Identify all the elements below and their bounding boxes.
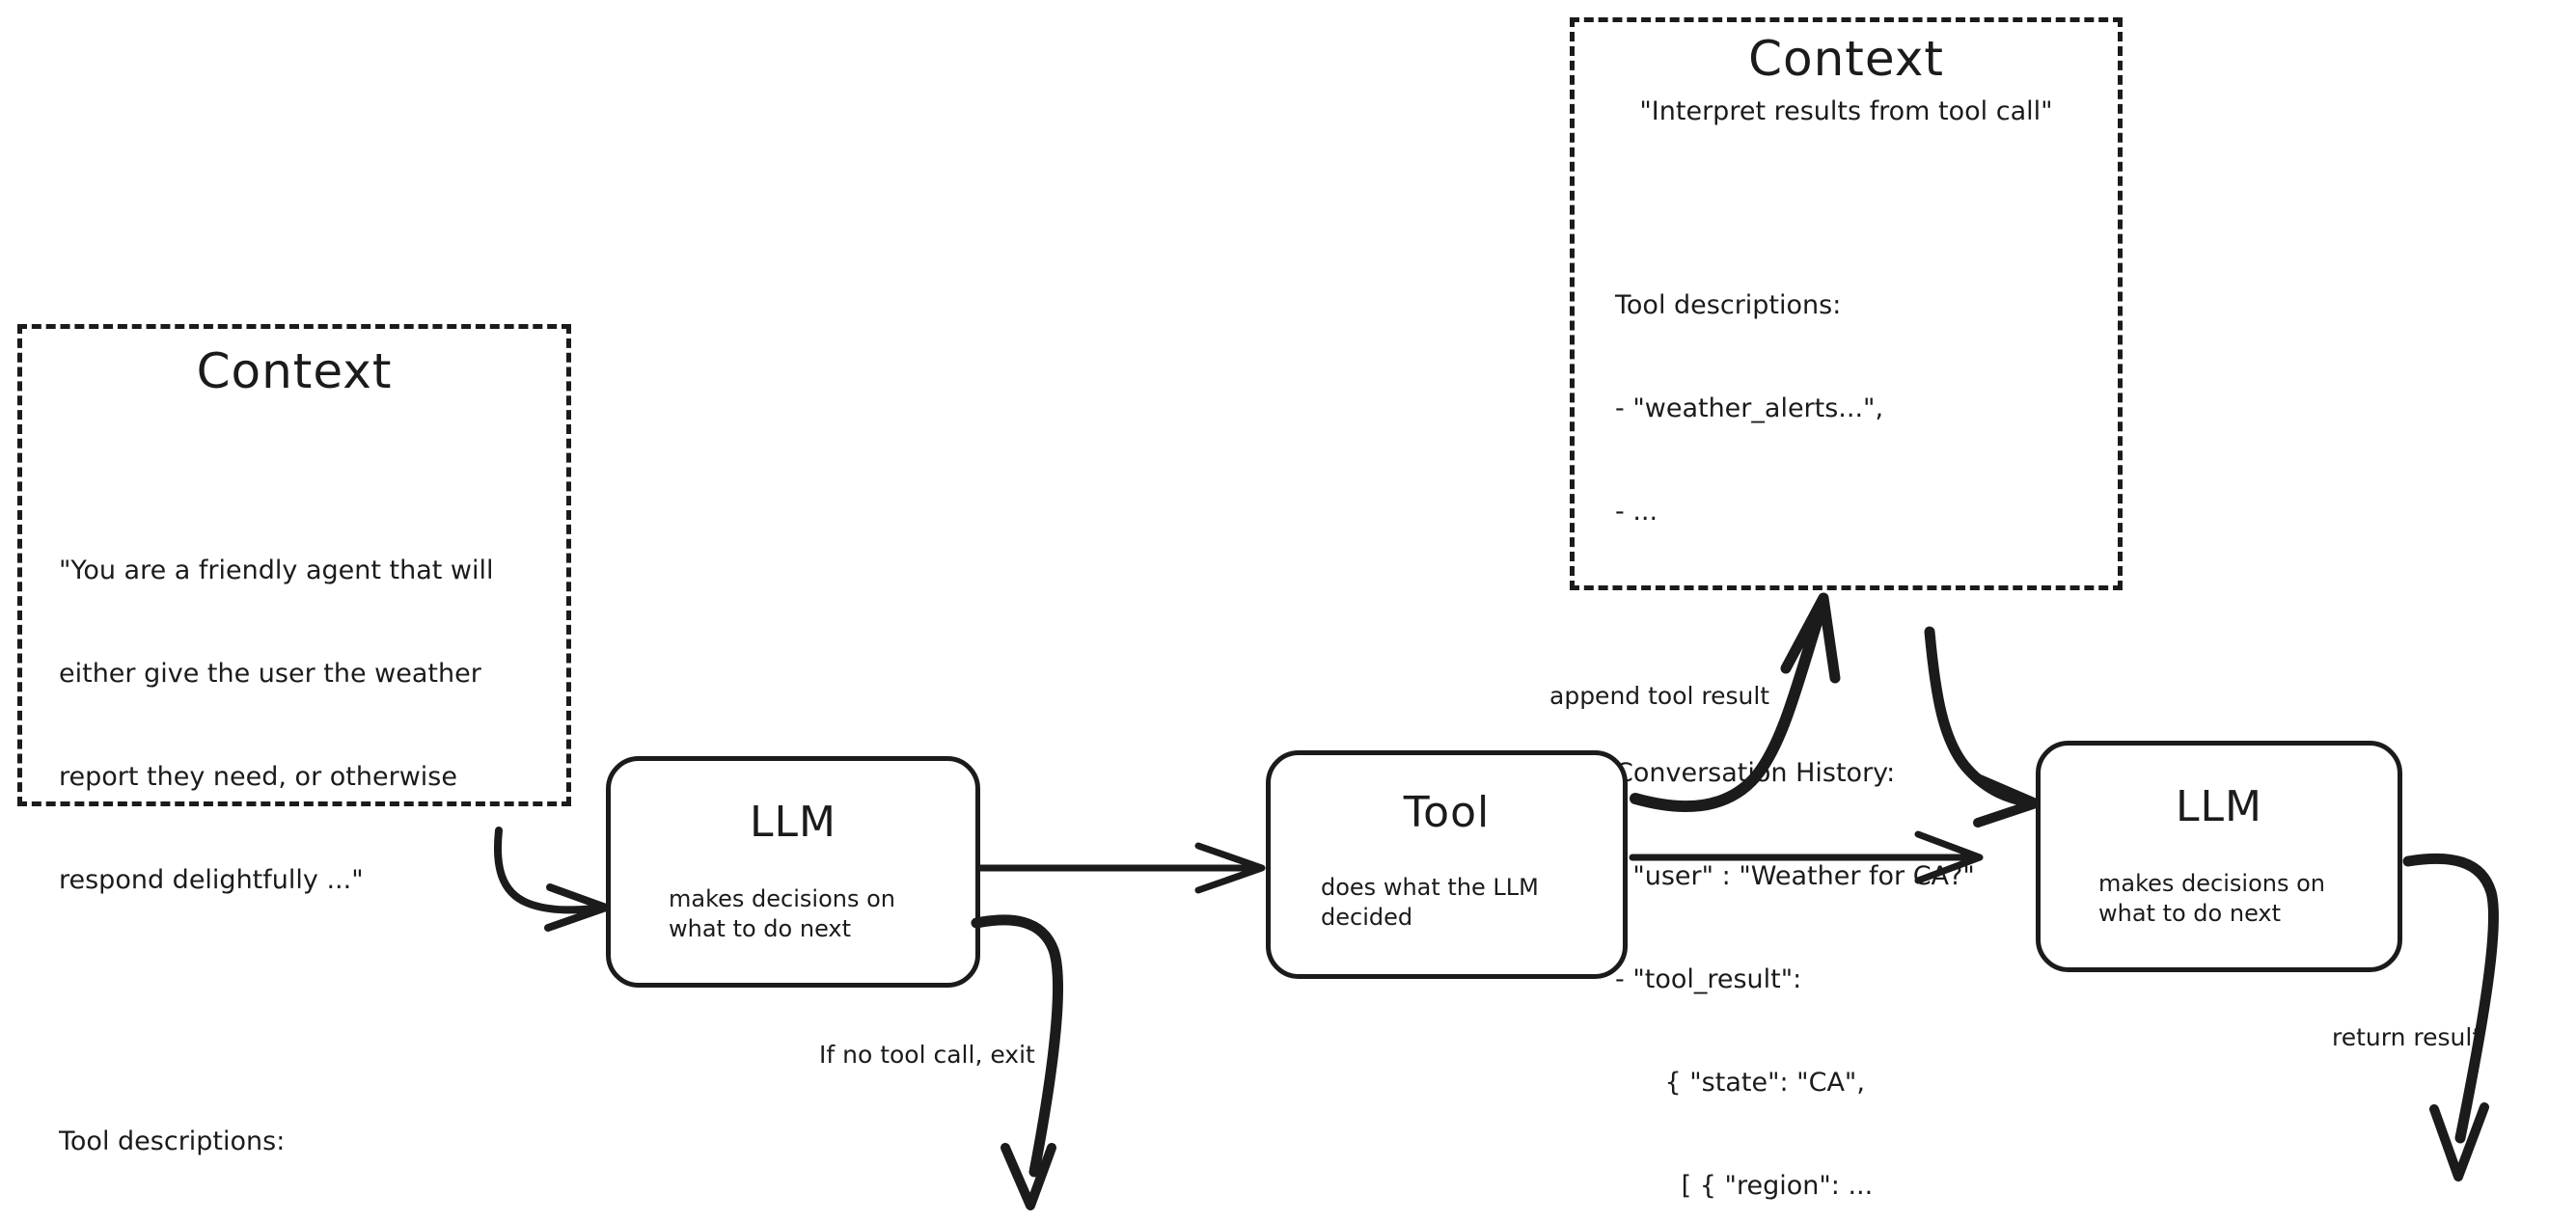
arrow-llm-to-tool-icon: [976, 842, 1266, 894]
node-llm-first[interactable]: LLM makes decisions on what to do next: [606, 756, 980, 988]
node-tool[interactable]: Tool does what the LLM decided: [1266, 750, 1628, 979]
context-right-conversation-history: Conversation History: - "user" : "Weathe…: [1615, 688, 2095, 1221]
context-right-title: Context: [1748, 31, 1944, 87]
context-left-title: Context: [196, 343, 393, 399]
arrow-return-result-icon: [2402, 853, 2499, 1181]
context-right-tool-line: - "weather_alerts...",: [1615, 393, 1884, 423]
node-tool-subtitle: does what the LLM decided: [1321, 874, 1539, 931]
context-left-tool-line: Tool descriptions:: [59, 1126, 286, 1156]
context-right-history-line: Conversation History:: [1615, 758, 1896, 789]
node-llm-first-subtitle: makes decisions on what to do next: [669, 885, 895, 942]
edge-label-exit: If no tool call, exit: [819, 1041, 1035, 1069]
edge-label-return-result: return result: [2332, 1023, 2482, 1051]
context-box-left: Context "You are a friendly agent that w…: [17, 324, 571, 1156]
edge-label-append-tool-result: append tool result: [1549, 682, 1770, 710]
context-left-system-prompt: "You are a friendly agent that will eith…: [59, 485, 541, 966]
context-box-right: Context "Interpret results from tool cal…: [1570, 17, 2123, 1201]
context-right-history-line: - "user" : "Weather for CA?": [1615, 861, 1975, 891]
node-llm-first-title: LLM: [750, 798, 836, 847]
context-right-history-line: { "state": "CA",: [1615, 1067, 1865, 1098]
context-left-tool-descriptions: Tool descriptions: - "weather_alerts..."…: [59, 1056, 541, 1221]
node-tool-title: Tool: [1403, 788, 1491, 837]
context-left-system-prompt-line: report they need, or otherwise: [59, 761, 457, 792]
context-left-system-prompt-line: either give the user the weather: [59, 658, 481, 689]
context-right-history-line: [ { "region": ...: [1615, 1170, 1874, 1201]
context-right-history-line: - "tool_result":: [1615, 963, 1802, 994]
context-right-tool-line: Tool descriptions:: [1615, 290, 1842, 320]
context-left-system-prompt-line: "You are a friendly agent that will: [59, 556, 494, 585]
node-llm-second[interactable]: LLM makes decisions on what to do next: [2036, 741, 2402, 972]
context-left-system-prompt-line: respond delightfully ...": [59, 864, 364, 895]
node-llm-second-title: LLM: [2176, 782, 2262, 831]
context-right-tool-descriptions: Tool descriptions: - "weather_alerts..."…: [1615, 220, 2095, 598]
context-right-tool-line: - ...: [1615, 496, 1658, 527]
context-left-body: "You are a friendly agent that will eith…: [47, 417, 541, 1221]
node-llm-second-subtitle: makes decisions on what to do next: [2098, 870, 2325, 927]
context-right-instruction: "Interpret results from tool call": [1639, 95, 2053, 126]
